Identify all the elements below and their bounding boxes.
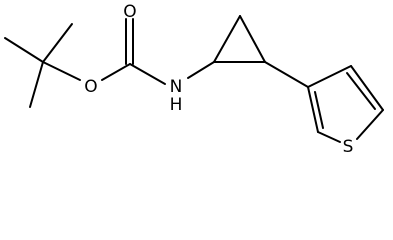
bond-thiophene-c2-sulfur: [317, 131, 341, 143]
tert-butyl-group: [4, 23, 81, 108]
atom-label-carbonyl-oxygen: O: [123, 2, 136, 22]
thiophene-ring: [307, 65, 384, 143]
bond-nitrogen-cyclopropyl: [187, 61, 215, 79]
bond-thiophene-c5-c4-inner: [346, 72, 376, 110]
bond-quaternary-carbon-left-methyl: [4, 37, 44, 63]
bond-quaternary-carbon-ester-oxygen: [42, 61, 81, 81]
atom-label-ester-oxygen: O: [84, 77, 97, 97]
molecule-structure: O O N H S: [4, 2, 384, 157]
cyclopropane-ring: [213, 15, 309, 88]
carbamate-group: [101, 18, 215, 85]
bond-ester-oxygen-carbonyl-carbon: [101, 63, 131, 81]
bond-thiophene-sulfur-c5: [356, 109, 384, 140]
bond-thiophene-c5-c4: [350, 65, 384, 111]
bond-thiophene-c4-c3: [307, 65, 352, 88]
bond-cyclopropane-right: [239, 15, 266, 63]
atom-label-thiophene-sulfur: S: [343, 137, 354, 157]
bond-quaternary-carbon-lower-methyl: [29, 61, 44, 108]
bond-thiophene-c3-c2: [307, 86, 319, 133]
bond-cyclopropane-left: [213, 15, 241, 63]
bond-thiophene-c3-c2-inner: [314, 91, 324, 129]
bond-carbonyl-carbon-nitrogen: [129, 63, 166, 85]
atom-label-amine-hydrogen: H: [170, 95, 183, 115]
atom-label-amine-nitrogen: N: [170, 77, 183, 97]
bond-quaternary-carbon-upper-methyl: [42, 23, 73, 63]
bond-cyclopropane-thiophene: [264, 61, 309, 88]
